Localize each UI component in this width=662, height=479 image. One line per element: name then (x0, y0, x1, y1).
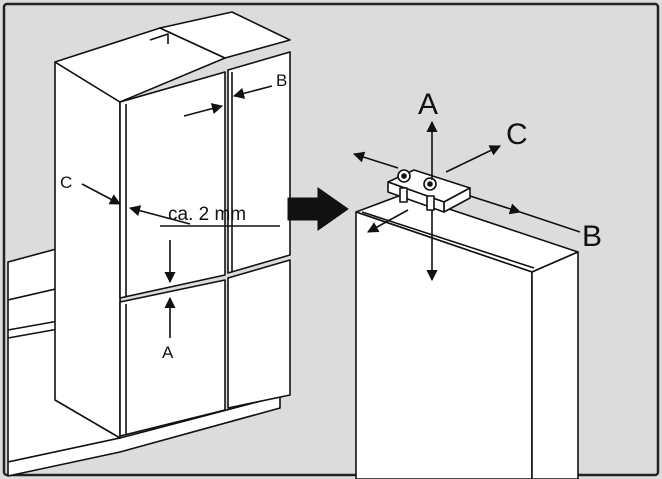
label-left-b: B (276, 71, 287, 90)
label-gap: ca. 2 mm (168, 204, 246, 225)
cabinet-illustration (7, 11, 291, 477)
upper-door-right (227, 51, 291, 274)
arrow-b-left (183, 103, 224, 117)
arrow-c-left (81, 183, 121, 205)
hinge-screw-2-center (427, 181, 433, 187)
gap-leader (128, 205, 191, 225)
cabinet-side (54, 61, 121, 439)
door-front-face (355, 211, 533, 479)
label-right-a: A (418, 88, 438, 121)
hinge-shaft-1 (399, 187, 408, 203)
label-right-c: C (506, 118, 528, 151)
arrow-right-b (469, 195, 522, 215)
arrow-right-b-leader (519, 211, 581, 233)
hinge-shaft-2 (426, 195, 435, 211)
door-detail-illustration (355, 169, 579, 479)
cabinet-top-notch (149, 33, 169, 44)
cabinet-top-back (159, 11, 291, 59)
arrow-right-c (445, 145, 502, 173)
transition-arrow (287, 187, 349, 231)
label-left-c: C (60, 173, 72, 192)
arrow-right-left (352, 151, 399, 169)
door-top-inner-edge (361, 211, 535, 269)
right-annotations (352, 120, 581, 282)
label-right-b: B (582, 220, 602, 253)
hinge-screw-1-center (401, 173, 407, 179)
upper-door-left (119, 71, 226, 299)
arrow-b-right (232, 85, 273, 99)
label-left-a: A (162, 343, 174, 362)
lower-door-right (227, 259, 291, 409)
arrow-right-down-left (367, 209, 409, 233)
lower-door-left (119, 279, 226, 437)
door-side-face (531, 251, 579, 479)
left-annotations (81, 85, 280, 338)
